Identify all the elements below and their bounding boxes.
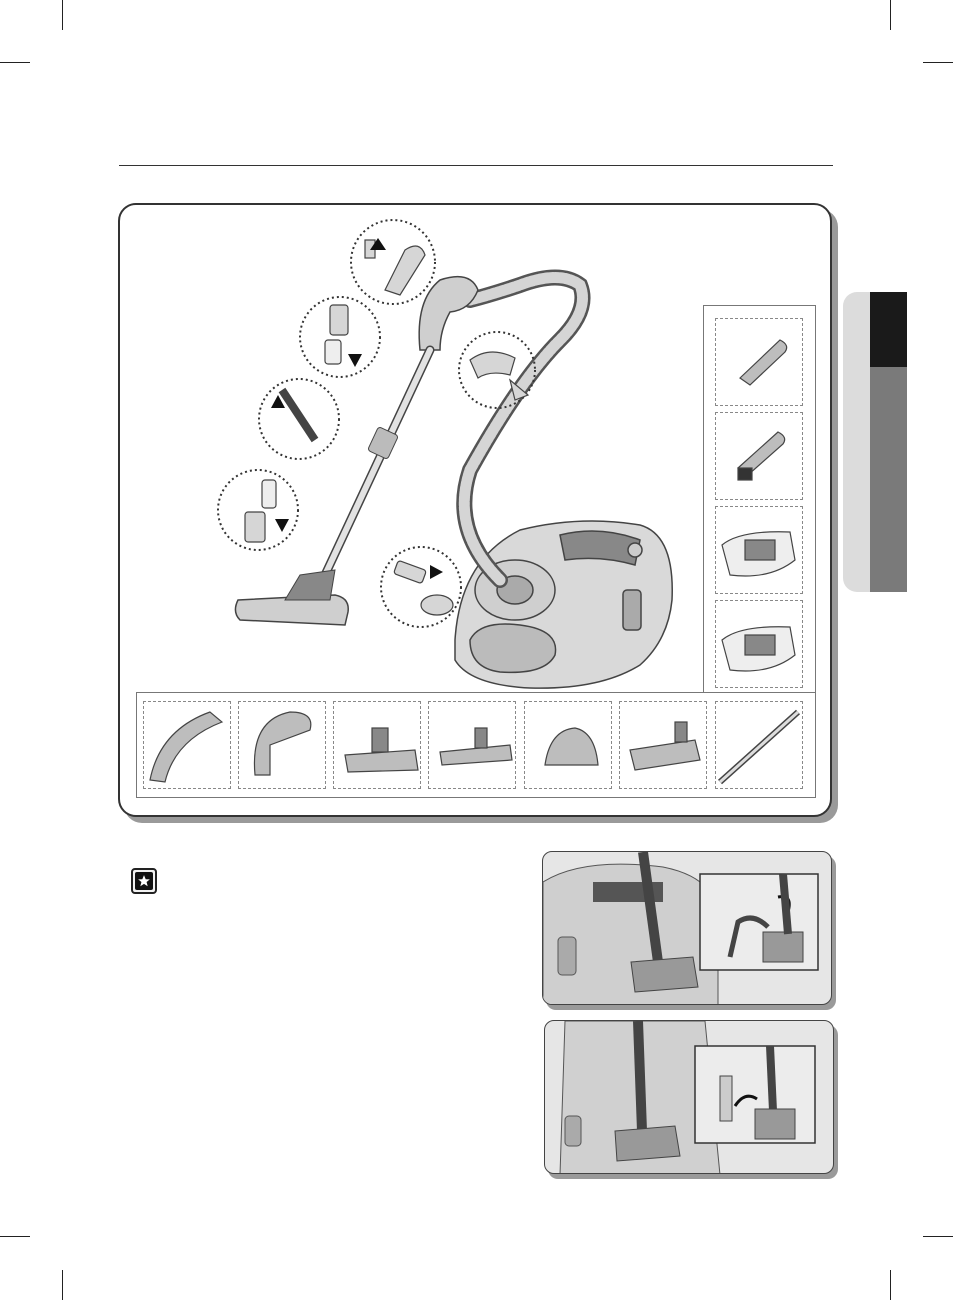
crop-mark bbox=[0, 1236, 30, 1237]
accessory-cell-hose bbox=[143, 701, 231, 789]
crop-mark bbox=[62, 0, 63, 30]
crop-mark bbox=[890, 1270, 891, 1300]
storage-photo-bottom bbox=[544, 1020, 834, 1174]
crop-mark bbox=[923, 1236, 953, 1237]
crop-mark bbox=[0, 62, 30, 63]
accessory-cell-brush-tool bbox=[715, 412, 803, 500]
accessory-cell-telescopic-pipe bbox=[715, 701, 803, 789]
star-note-icon bbox=[131, 868, 157, 894]
chapter-tab-bg bbox=[843, 292, 873, 592]
crop-mark bbox=[923, 62, 953, 63]
header-rule bbox=[119, 165, 833, 166]
accessory-cell-floor-brush bbox=[333, 701, 421, 789]
accessory-cell-dust-bag bbox=[715, 506, 803, 594]
accessory-cell-dust-bag-spare bbox=[715, 600, 803, 688]
accessory-cell-crevice-tool bbox=[715, 318, 803, 406]
accessory-cell-turbo-tool bbox=[524, 701, 612, 789]
accessory-cell-handle bbox=[238, 701, 326, 789]
storage-photo-top bbox=[542, 851, 832, 1005]
chapter-tab-inactive bbox=[870, 367, 907, 592]
crop-mark bbox=[890, 0, 891, 30]
crop-mark bbox=[62, 1270, 63, 1300]
accessory-cell-parquet-brush bbox=[428, 701, 516, 789]
chapter-tab-active bbox=[870, 292, 907, 367]
accessory-cell-turbo-brush bbox=[619, 701, 707, 789]
